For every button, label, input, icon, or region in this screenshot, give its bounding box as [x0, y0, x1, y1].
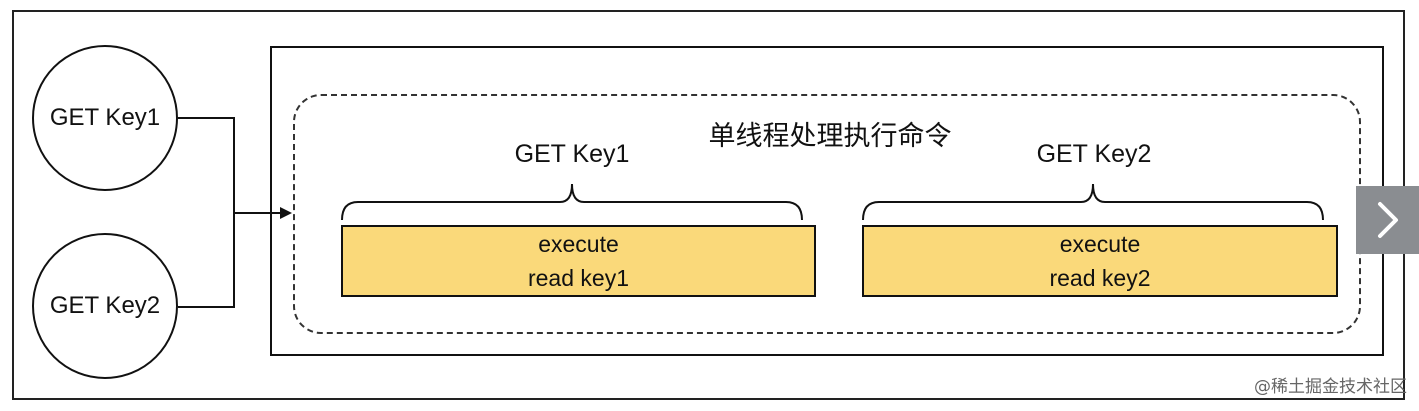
connector-from-key2: [178, 213, 235, 308]
chevron-right-icon: [1377, 202, 1398, 238]
command-bar-2: execute read key2: [862, 225, 1338, 297]
brace-2: [862, 183, 1324, 221]
brace-1: [341, 183, 803, 221]
brace-label-1: GET Key1: [514, 140, 630, 168]
bar-1-line-1: execute: [538, 231, 619, 257]
watermark: @稀土掘金技术社区: [1254, 377, 1407, 397]
bar-2-line-2: read key2: [1049, 265, 1151, 291]
next-slide-button[interactable]: [1356, 186, 1419, 254]
command-bar-1: execute read key1: [341, 225, 816, 297]
connector-from-key1: [178, 117, 235, 213]
brace-label-2: GET Key2: [1036, 140, 1152, 168]
group-title: 单线程处理执行命令: [708, 121, 952, 152]
bar-2-line-1: execute: [1059, 231, 1141, 257]
request-circle-1: GET Key1: [32, 45, 178, 191]
bar-1-line-2: read key1: [527, 265, 629, 291]
request-circle-2: GET Key2: [32, 233, 178, 379]
